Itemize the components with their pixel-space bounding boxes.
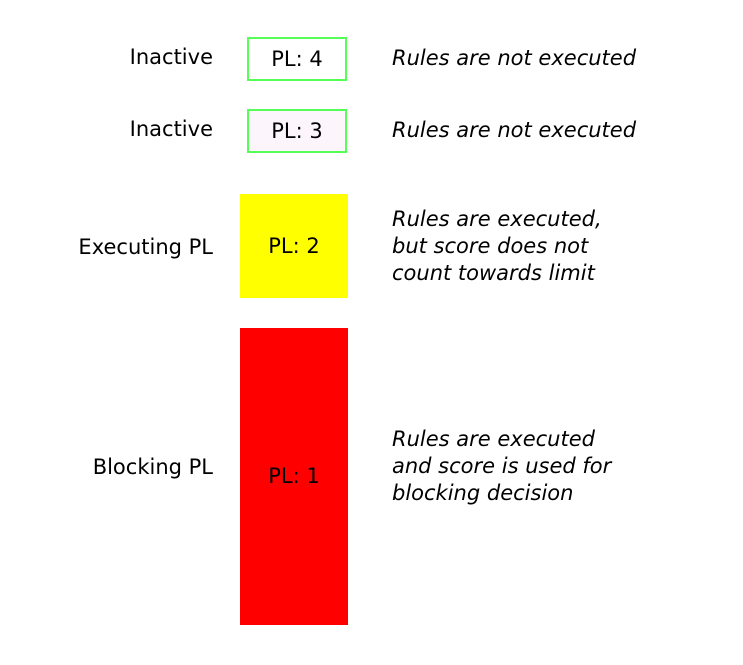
description-line: blocking decision [392, 481, 574, 505]
pl-box-1: PL: 1 [240, 328, 348, 625]
pl-box-label-3: PL: 3 [271, 118, 323, 143]
pl-row-3: Inactive PL: 3 Rules are not executed [0, 0, 743, 153]
description-pl-4: Rules are not executed [392, 45, 737, 72]
description-line: Rules are executed, [392, 207, 602, 231]
description-pl-1: Rules are executed and score is used for… [392, 426, 737, 507]
description-line: count towards limit [392, 261, 595, 285]
pl-box-4: PL: 4 [247, 37, 347, 81]
description-pl-2: Rules are executed, but score does not c… [392, 206, 737, 287]
pl-box-label-4: PL: 4 [271, 46, 323, 71]
pl-box-2: PL: 2 [240, 194, 348, 298]
status-label-pl-3: Inactive [129, 117, 213, 141]
pl-box-3: PL: 3 [247, 109, 347, 153]
description-line: Rules are executed [392, 427, 595, 451]
description-line: Rules are not executed [392, 46, 637, 70]
description-pl-3: Rules are not executed [392, 117, 737, 144]
description-line: but score does not [392, 234, 589, 258]
status-label-pl-4: Inactive [129, 45, 213, 69]
pl-row-4: Inactive PL: 4 Rules are not executed [0, 0, 743, 100]
description-line: Rules are not executed [392, 118, 637, 142]
pl-box-label-2: PL: 2 [268, 233, 320, 258]
pl-row-1: Blocking PL PL: 1 Rules are executed and… [0, 0, 743, 625]
pl-row-2: Executing PL PL: 2 Rules are executed, b… [0, 0, 743, 298]
status-label-pl-1: Blocking PL [92, 455, 213, 479]
pl-box-label-1: PL: 1 [268, 464, 320, 488]
status-label-pl-2: Executing PL [78, 235, 213, 259]
description-line: and score is used for [392, 454, 612, 478]
